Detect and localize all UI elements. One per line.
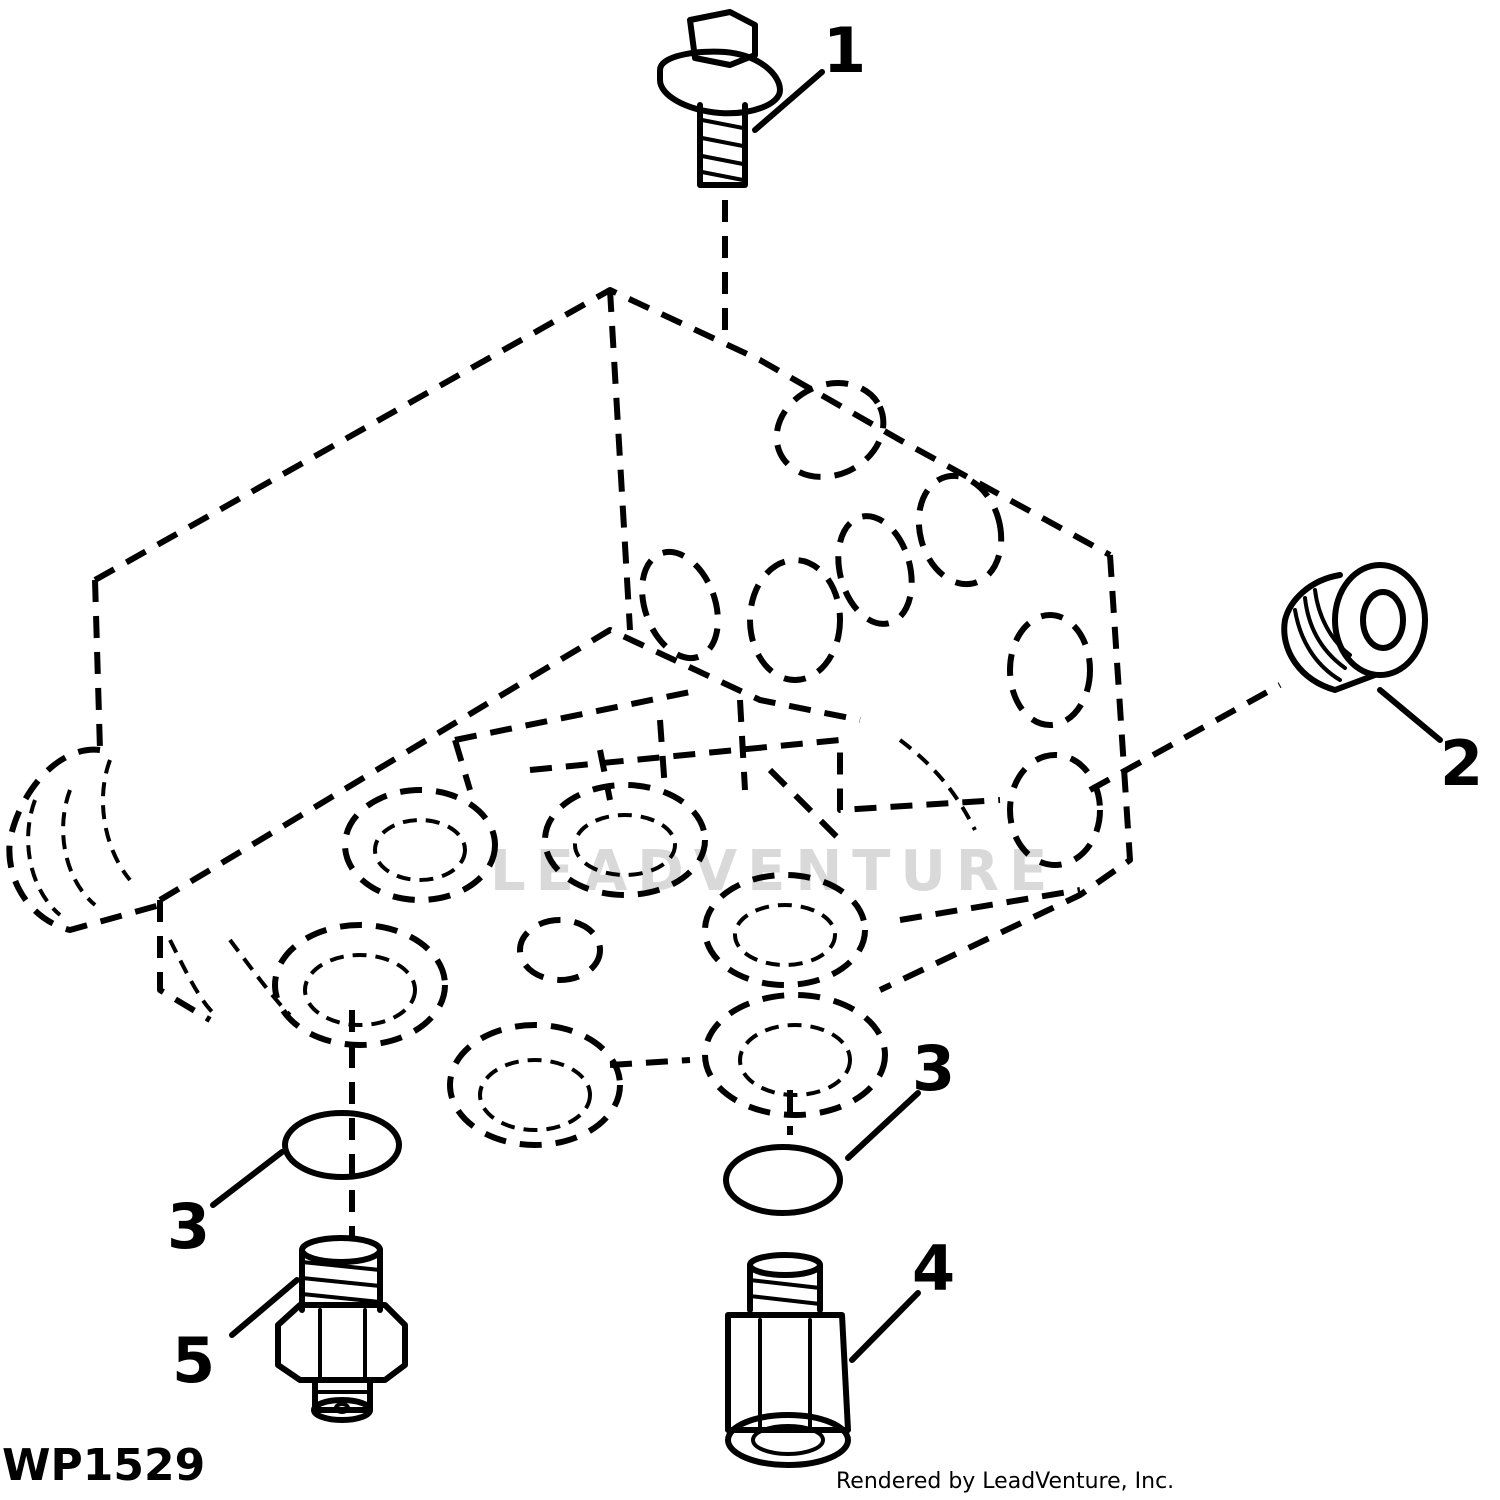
leader-line-3b xyxy=(845,1090,921,1161)
leader-line-3a xyxy=(210,1149,285,1208)
watermark-text: LEADVENTURE xyxy=(490,839,1057,904)
valve-block xyxy=(6,287,1133,1148)
callout-1: 1 xyxy=(823,14,866,87)
callout-5: 5 xyxy=(172,1324,215,1397)
leader-line-2 xyxy=(1377,687,1443,743)
port-group xyxy=(272,782,888,1148)
plug-icon xyxy=(1281,562,1428,693)
leader-line-5 xyxy=(229,1277,300,1338)
cap-screw-icon xyxy=(657,9,783,188)
plug-centerline xyxy=(1088,682,1282,793)
callout-3-right: 3 xyxy=(912,1032,955,1105)
callout-3-left: 3 xyxy=(167,1190,210,1263)
figure-code: WP1529 xyxy=(2,1440,205,1491)
render-credit: Rendered by LeadVenture, Inc. xyxy=(836,1469,1174,1494)
leader-line-4 xyxy=(849,1290,921,1363)
fitting-icon xyxy=(725,1252,851,1468)
callout-4: 4 xyxy=(912,1232,955,1305)
side-port-group xyxy=(639,380,1103,868)
pressure-switch-icon xyxy=(275,1235,408,1423)
o-ring-right xyxy=(723,1144,843,1216)
o-ring-left xyxy=(282,1110,402,1180)
callout-2: 2 xyxy=(1440,727,1483,800)
leader-line-1 xyxy=(752,69,825,133)
